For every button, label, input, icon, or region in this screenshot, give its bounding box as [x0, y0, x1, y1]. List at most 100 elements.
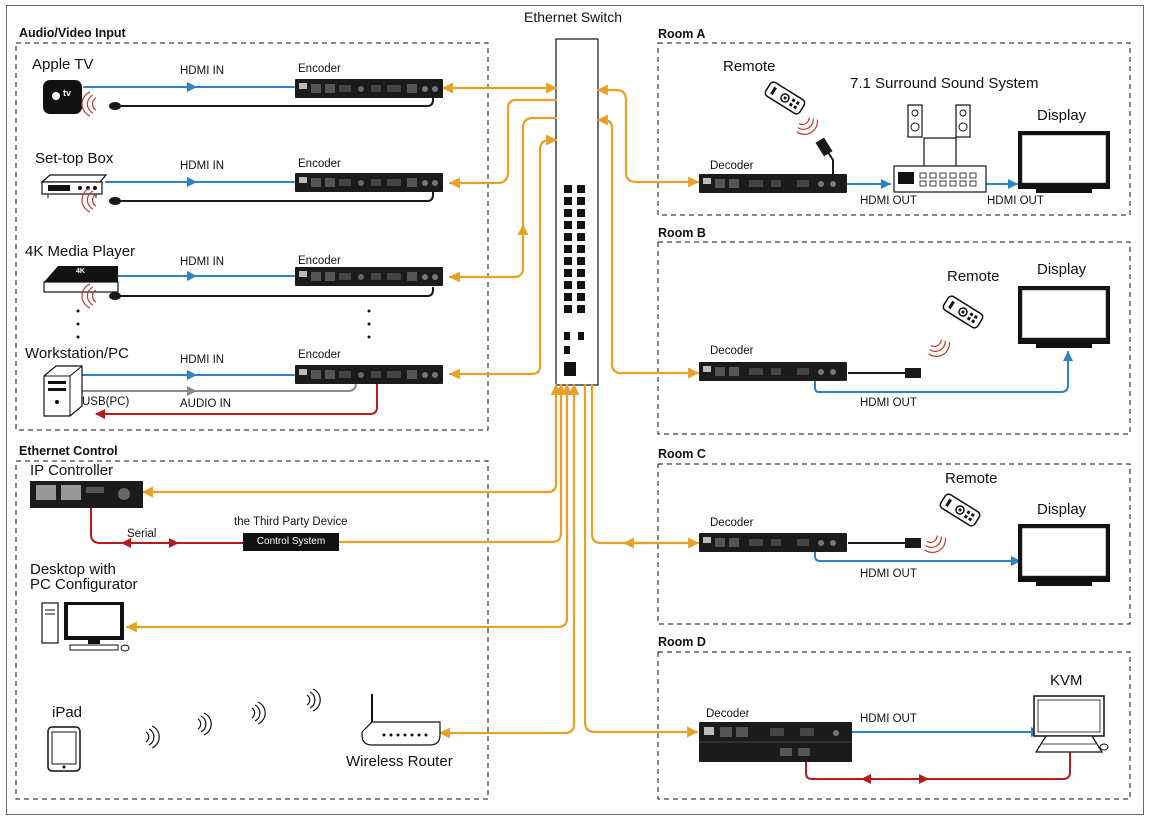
remote-label-room-b: Remote	[947, 268, 1000, 285]
hdmi-out-label-room-a-2: HDMI OUT	[987, 195, 1044, 207]
media-player-label: 4K Media Player	[25, 243, 136, 260]
remote-label-room-c: Remote	[945, 470, 998, 487]
wifi-signal-icon	[197, 712, 212, 736]
encoder-device-4	[295, 365, 443, 384]
wifi-signal-icon	[145, 725, 160, 749]
display-room-b	[1017, 285, 1111, 349]
eth-room-c	[590, 383, 700, 549]
hdmi-out-label-room-b: HDMI OUT	[860, 397, 917, 409]
apple-tv-label: Apple TV	[32, 56, 94, 73]
eth-media-up	[521, 116, 558, 227]
hdmi-out-label-room-a-1: HDMI OUT	[860, 195, 917, 207]
ethernet-switch	[555, 38, 599, 386]
decoder-label-room-a: Decoder	[710, 160, 754, 172]
decoder-device-c	[699, 533, 847, 552]
eth-desktop	[125, 383, 573, 633]
hdmi-in-label: HDMI IN	[180, 65, 225, 77]
hdmi-out-label-room-c: HDMI OUT	[860, 568, 917, 580]
ir-cables	[109, 97, 921, 548]
ip-controller-label: IP Controller	[30, 462, 114, 479]
display-room-a	[1017, 130, 1111, 194]
ir-media	[115, 287, 434, 297]
kvm-link	[805, 752, 1071, 780]
hdmi-out-room-c	[814, 550, 1021, 566]
remote-room-a	[763, 79, 807, 117]
encoder-device-1	[295, 79, 443, 98]
serial-link	[90, 507, 243, 544]
hdmi-links	[81, 82, 1073, 737]
ethernet-switch-label: Ethernet Switch	[524, 9, 623, 25]
room-d-box	[657, 651, 1131, 800]
settop-box-label: Set-top Box	[35, 150, 114, 167]
eth-router	[438, 383, 580, 739]
encoder-label: Encoder	[298, 255, 341, 267]
kvm-device	[1033, 695, 1109, 753]
room-a-title: Room A	[658, 27, 706, 41]
desktop-label-line2: PC Configurator	[30, 576, 138, 593]
workstation-label: Workstation/PC	[25, 345, 129, 362]
ir-receiver-apple-tv	[81, 91, 97, 117]
audio-in-link	[95, 381, 378, 419]
room-d-title: Room D	[658, 635, 706, 649]
eth-media	[448, 223, 529, 283]
hdmi-in-label: HDMI IN	[180, 354, 225, 366]
ir-signal-room-c	[921, 531, 950, 558]
ipad-label: iPad	[52, 704, 83, 721]
ethernet-links	[125, 82, 700, 739]
surround-system-device	[893, 104, 987, 193]
decoder-device-b	[699, 362, 847, 381]
third-party-label: the Third Party Device	[234, 516, 348, 528]
apple-tv-device	[43, 80, 82, 114]
wifi-signal-icon	[251, 701, 266, 725]
decoder-label-room-d: Decoder	[706, 708, 750, 720]
media-player-device	[43, 266, 119, 293]
media-player-logo: 4K	[76, 268, 85, 275]
room-b-box	[657, 241, 1131, 435]
decoder-device-a	[699, 174, 847, 193]
av-input-section-title: Audio/Video Input	[19, 26, 126, 40]
remote-room-c	[938, 491, 982, 529]
eth-room-d	[583, 383, 699, 738]
hdmi-in-label: HDMI IN	[180, 160, 225, 172]
ethernet-control-section-title: Ethernet Control	[19, 444, 118, 458]
ipad-device	[47, 726, 81, 772]
display-label-room-b: Display	[1037, 261, 1087, 278]
remote-room-b	[941, 293, 985, 331]
wireless-router-label: Wireless Router	[346, 753, 453, 770]
encoder-label: Encoder	[298, 63, 341, 75]
ir-apple-tv	[115, 97, 434, 107]
surround-label: 7.1 Surround Sound System	[850, 75, 1039, 92]
ir-signal-room-a	[793, 113, 822, 140]
serial-label: Serial	[127, 528, 157, 540]
kvm-label: KVM	[1050, 672, 1083, 689]
room-c-title: Room C	[658, 447, 706, 461]
settop-box-device	[40, 174, 108, 198]
apple-tv-logo: tv	[63, 88, 72, 98]
red-links	[90, 381, 1071, 784]
encoder-label: Encoder	[298, 349, 341, 361]
display-label-room-a: Display	[1037, 107, 1087, 124]
wifi-signal-icon	[306, 688, 321, 712]
decoder-device-d	[699, 722, 852, 762]
control-system-box: Control System	[243, 533, 339, 551]
hdmi-out-label-room-d: HDMI OUT	[860, 713, 917, 725]
encoder-device-3	[295, 267, 443, 286]
encoder-device-2	[295, 173, 443, 192]
wireless-router-device	[361, 694, 441, 746]
ip-controller-device	[30, 481, 143, 508]
hdmi-out-room-b	[814, 351, 1073, 393]
workstation-device	[43, 365, 83, 417]
desktop-device	[41, 602, 130, 652]
eth-workstation	[448, 134, 558, 380]
eth-control-system	[337, 383, 567, 544]
decoder-label-room-c: Decoder	[710, 517, 754, 529]
display-label-room-c: Display	[1037, 501, 1087, 518]
display-room-c	[1017, 523, 1111, 587]
ir-signal-room-b	[925, 335, 954, 362]
remote-label-room-a: Remote	[723, 58, 776, 75]
continuation-dots	[76, 309, 371, 339]
audio-in-label: AUDIO IN	[180, 398, 232, 410]
ir-settop	[115, 192, 434, 202]
av-input-box	[15, 42, 489, 431]
